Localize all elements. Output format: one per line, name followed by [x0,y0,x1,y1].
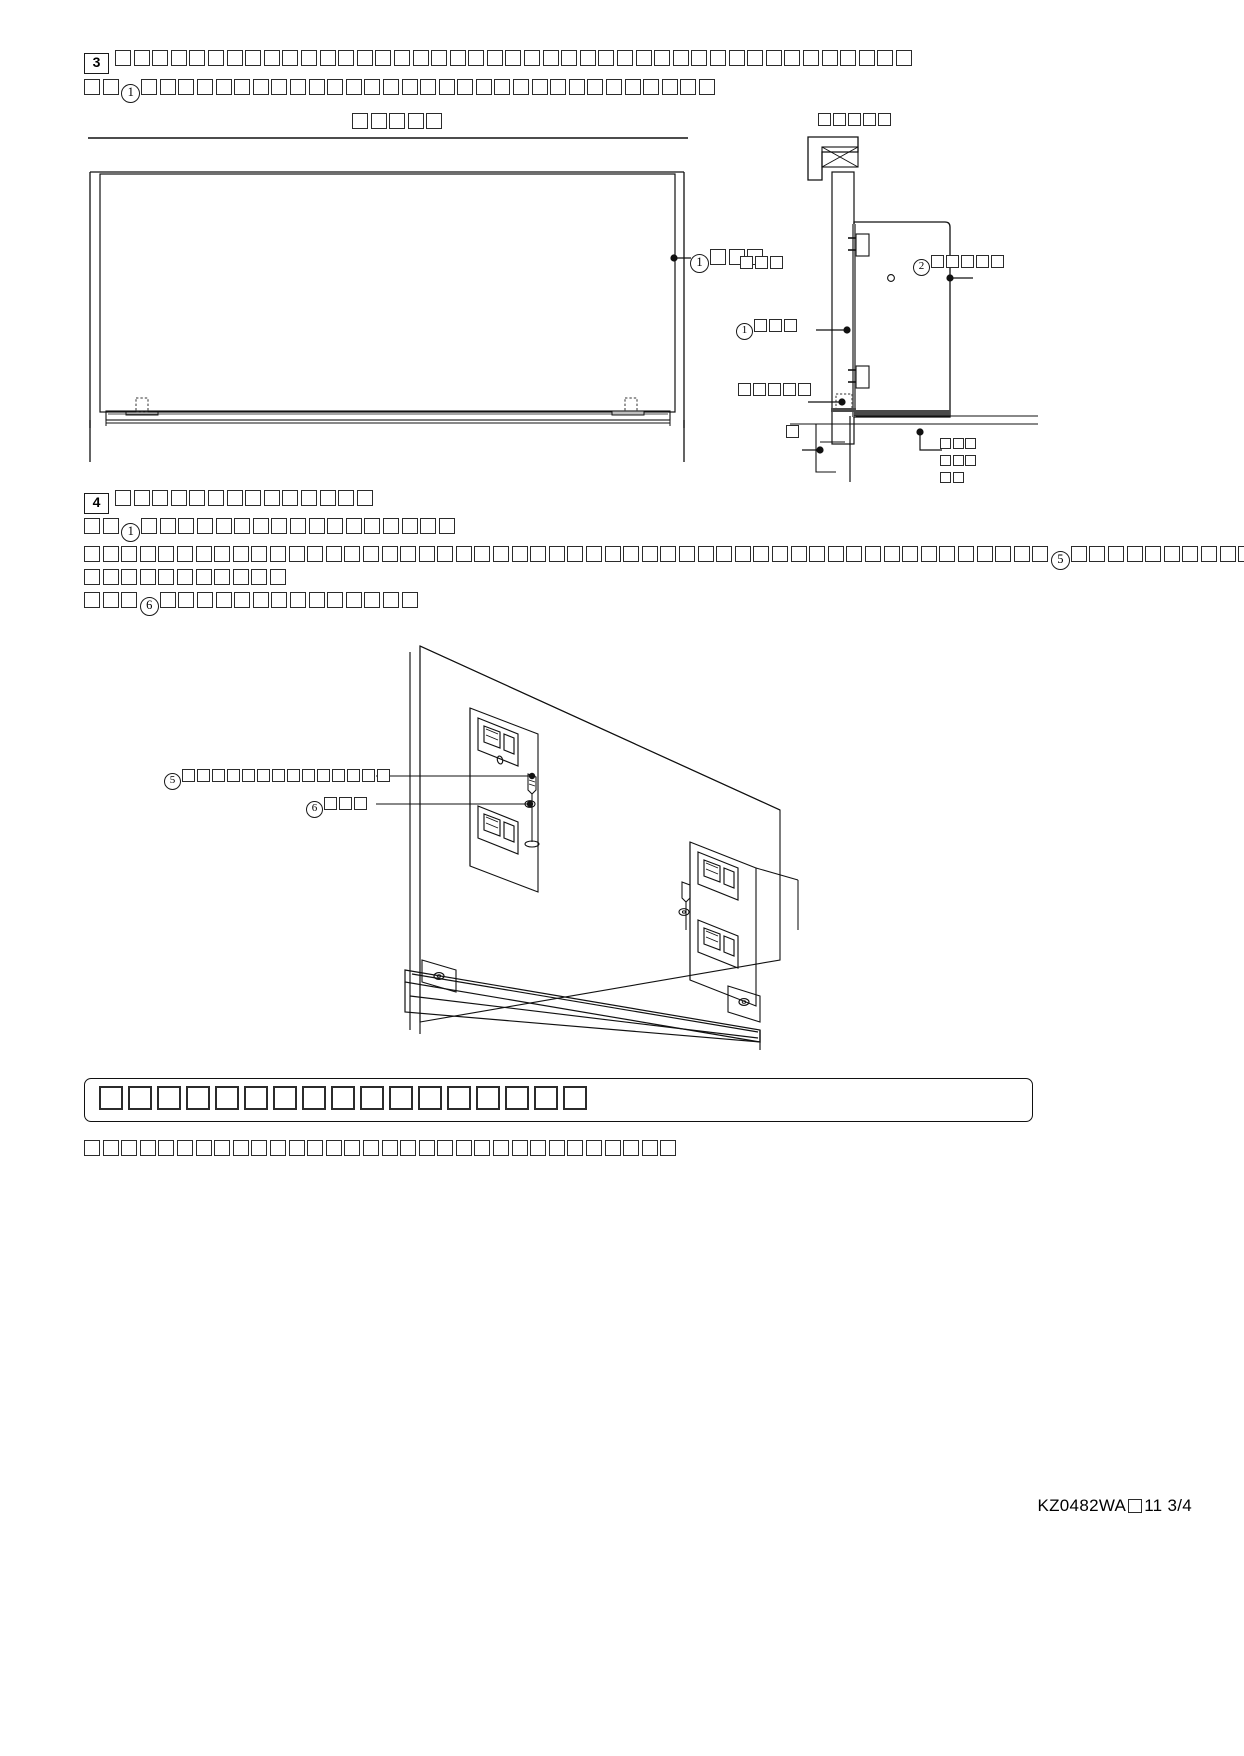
isometric-assembly-drawing [360,630,830,1060]
diagram2-callout-left-top-text [740,255,785,271]
diagram2-callout-left-low [738,382,813,398]
bottom-note [84,1140,679,1157]
step4-line4-text [121,569,288,586]
diagram1-caption-text [352,113,445,130]
diagram2-callout-right-text [931,254,1006,270]
diagram2-callout-left-top [740,255,785,271]
diagram1-caption [352,113,445,130]
diagram3-callout6-circlenum: 6 [306,801,323,818]
step4-line4 [84,569,289,586]
bottom-note-text [102,1140,679,1157]
side-section-drawing [790,132,1040,482]
diagram2-callout-right-circlenum: 2 [913,259,930,276]
diagram3-callout-5: 5 [164,768,392,790]
step4-line5: 6 [84,592,420,616]
diagram3-callout5-circlenum: 5 [164,773,181,790]
step3-line2-indent [84,79,121,96]
footer-code-main: KZ0482WA [1037,1496,1127,1515]
diagram3-callout5-text [182,768,392,784]
diagram2-title-text [818,112,893,128]
footer-code: KZ0482WA 11 3/4 [1037,1496,1192,1516]
diagram3-callout-6: 6 [306,796,369,818]
diagram2-callout-left-mid-text [754,318,799,334]
diagram2-callout-left-mid: 1 [736,318,799,340]
step3-number: 3 [84,53,109,74]
diagram2-callout-br-line2 [940,452,978,469]
warning-notice-text [99,1086,592,1111]
step4-line2-circlenum: 1 [121,523,141,542]
diagram3-callout6-text [324,796,369,812]
step4-line2-text [141,518,457,535]
diagram2-callout-left-low-text [738,382,813,398]
step4-line3-text-b [1070,546,1244,563]
step3-line1: 3 [84,50,915,74]
step4-number: 4 [84,493,109,514]
diagram2-callout-left-mid-circlenum: 1 [736,323,753,340]
step3-line2: 1 [84,79,718,103]
step3-line2-circlenum: 1 [121,84,141,103]
diagram1-callout-circlenum: 1 [690,254,709,273]
footer-code-tail: 11 3/4 [1144,1496,1192,1515]
step3-line1-text [115,50,915,67]
warning-notice-box [84,1078,1033,1122]
step4-line5-text [159,592,420,609]
diagram2-callout-bottom-right [940,435,978,486]
step4-line3: 5 [84,546,1244,570]
step4-line1-text [115,490,375,507]
footer-separator-box [1126,1496,1144,1516]
step4-line2: 1 [84,518,457,542]
diagram2-title [818,112,893,128]
diagram2-callout-right: 2 [913,254,1006,276]
diagram2-callout-br-line3 [940,469,978,486]
front-elevation-drawing [84,130,704,470]
step4-line5-circlenum: 6 [139,597,159,616]
diagram2-callout-bottom [786,424,801,440]
diagram2-callout-br-line1 [940,435,978,452]
step4-line1: 4 [84,490,375,514]
diagram2-callout-bottom-text [786,424,801,440]
step4-line3-text-a [121,546,1051,563]
step4-line3-circlenum: 5 [1050,551,1070,570]
step3-line2-text [141,79,717,96]
